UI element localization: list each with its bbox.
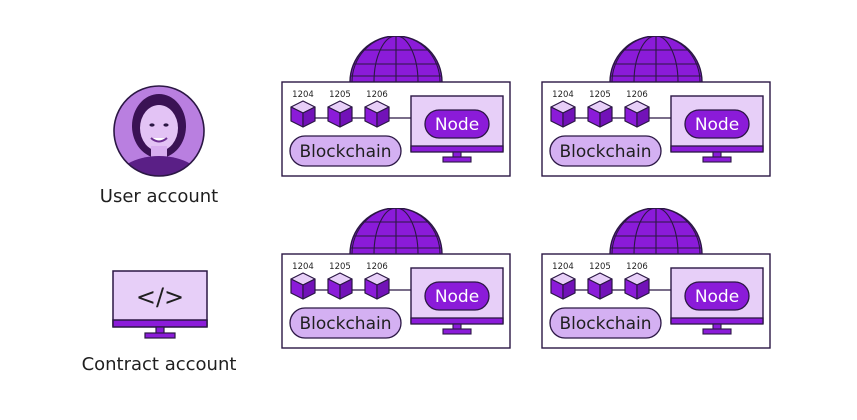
block-number: 1205 bbox=[589, 262, 611, 272]
blockchain-label: Blockchain bbox=[559, 314, 651, 334]
block-cube-icon bbox=[587, 272, 613, 300]
block-cube-icon bbox=[364, 272, 390, 300]
block-number: 1206 bbox=[366, 90, 388, 100]
block-number: 1206 bbox=[626, 262, 648, 272]
blockchain-label: Blockchain bbox=[559, 142, 651, 162]
blockchain-pill bbox=[549, 307, 662, 339]
node-label: Node bbox=[695, 287, 739, 307]
node-label: Node bbox=[695, 115, 739, 135]
node-label: Node bbox=[435, 115, 479, 135]
blockchain-label: Blockchain bbox=[299, 314, 391, 334]
block-cube-icon bbox=[624, 272, 650, 300]
block-cube-icon bbox=[624, 100, 650, 128]
block-number: 1205 bbox=[329, 90, 351, 100]
block-cube-icon bbox=[290, 100, 316, 128]
blockchain-label: Blockchain bbox=[299, 142, 391, 162]
block-cube-icon bbox=[550, 100, 576, 128]
contract-account-label: Contract account bbox=[81, 354, 237, 375]
block-number: 1204 bbox=[292, 90, 314, 100]
node-pill bbox=[424, 281, 490, 311]
block-cube-icon bbox=[327, 100, 353, 128]
user-avatar bbox=[113, 85, 205, 177]
node-pill bbox=[424, 109, 490, 139]
block-number: 1204 bbox=[552, 90, 574, 100]
blockchain-pill bbox=[289, 307, 402, 339]
code-symbol: </> bbox=[136, 283, 184, 311]
block-number: 1204 bbox=[552, 262, 574, 272]
blockchain-pill bbox=[289, 135, 402, 167]
block-cube-icon bbox=[290, 272, 316, 300]
block-cube-icon bbox=[327, 272, 353, 300]
block-cube-icon bbox=[364, 100, 390, 128]
block-number: 1205 bbox=[329, 262, 351, 272]
block-number: 1206 bbox=[366, 262, 388, 272]
block-number: 1204 bbox=[292, 262, 314, 272]
node-pill bbox=[684, 281, 750, 311]
user-account-label: User account bbox=[99, 186, 219, 207]
blockchain-pill bbox=[549, 135, 662, 167]
block-number: 1206 bbox=[626, 90, 648, 100]
node-pill bbox=[684, 109, 750, 139]
node-label: Node bbox=[435, 287, 479, 307]
block-number: 1205 bbox=[589, 90, 611, 100]
block-cube-icon bbox=[587, 100, 613, 128]
block-cube-icon bbox=[550, 272, 576, 300]
code-monitor-icon: </> bbox=[112, 270, 208, 339]
